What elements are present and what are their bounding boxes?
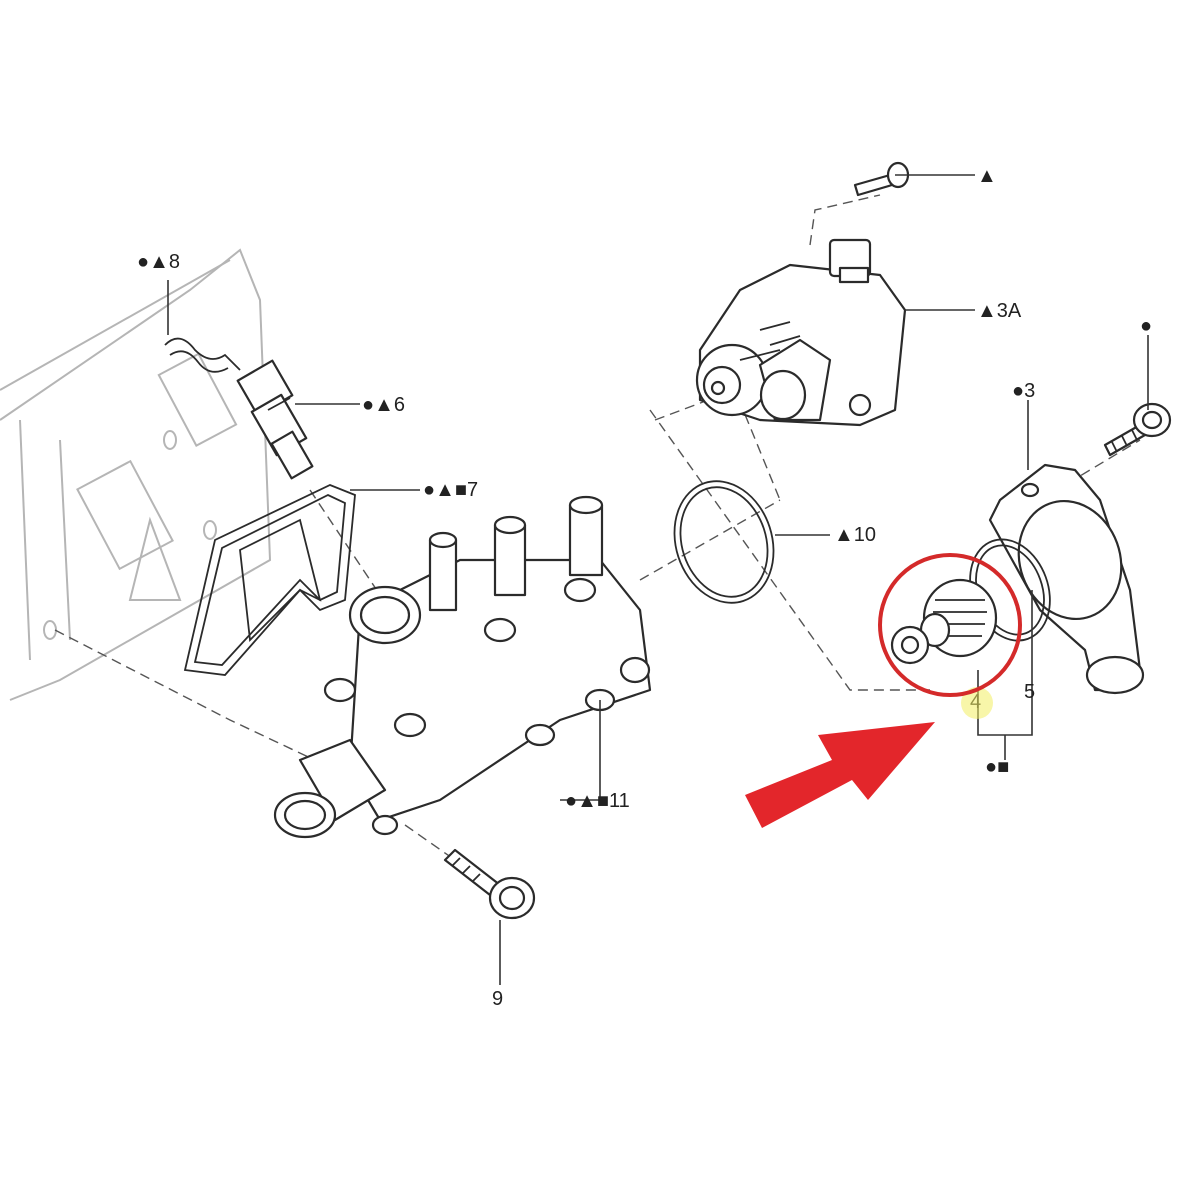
bolt-top [853, 161, 910, 197]
thermostat-cover-part-3 [988, 463, 1145, 695]
bolt-part-9 [443, 848, 536, 920]
callout-9: 9 [492, 988, 503, 1010]
gasket-part-7 [183, 484, 356, 676]
callout-3a: ▲3A [977, 300, 1022, 322]
callout-10: ▲10 [834, 524, 876, 546]
callout-7: ●▲■7 [423, 479, 478, 501]
callout-4-5-group: ●■ [985, 756, 1009, 778]
callout-8: ●▲8 [137, 251, 180, 273]
red-arrow-pointer [745, 722, 935, 828]
highlight-circle [878, 553, 1022, 697]
callout-11: ●▲■11 [565, 790, 630, 812]
callout-3: ●3 [1012, 380, 1035, 402]
callout-top-bolt: ▲ [977, 165, 997, 187]
bolt-right [1103, 402, 1172, 457]
thermostat-insert-part-4 [890, 578, 998, 665]
sensor-part-6 [236, 359, 314, 480]
callout-5: 5 [1024, 681, 1035, 703]
callout-6: ●▲6 [362, 394, 405, 416]
o-ring-part-10 [673, 480, 775, 604]
thermostat-housing-part-11 [273, 495, 652, 839]
callout-labels: ●▲8 ●▲6 ●▲■7 ▲10 ●▲■11 9 ▲ ▲3A ● ●3 4 5 … [137, 165, 1152, 1010]
thermostat-assembly-part-3a [695, 238, 907, 427]
clip-part-8 [164, 337, 241, 373]
engine-block-ghost [0, 248, 272, 701]
callout-right-bolt: ● [1140, 315, 1152, 337]
yellow-marker [961, 687, 993, 719]
